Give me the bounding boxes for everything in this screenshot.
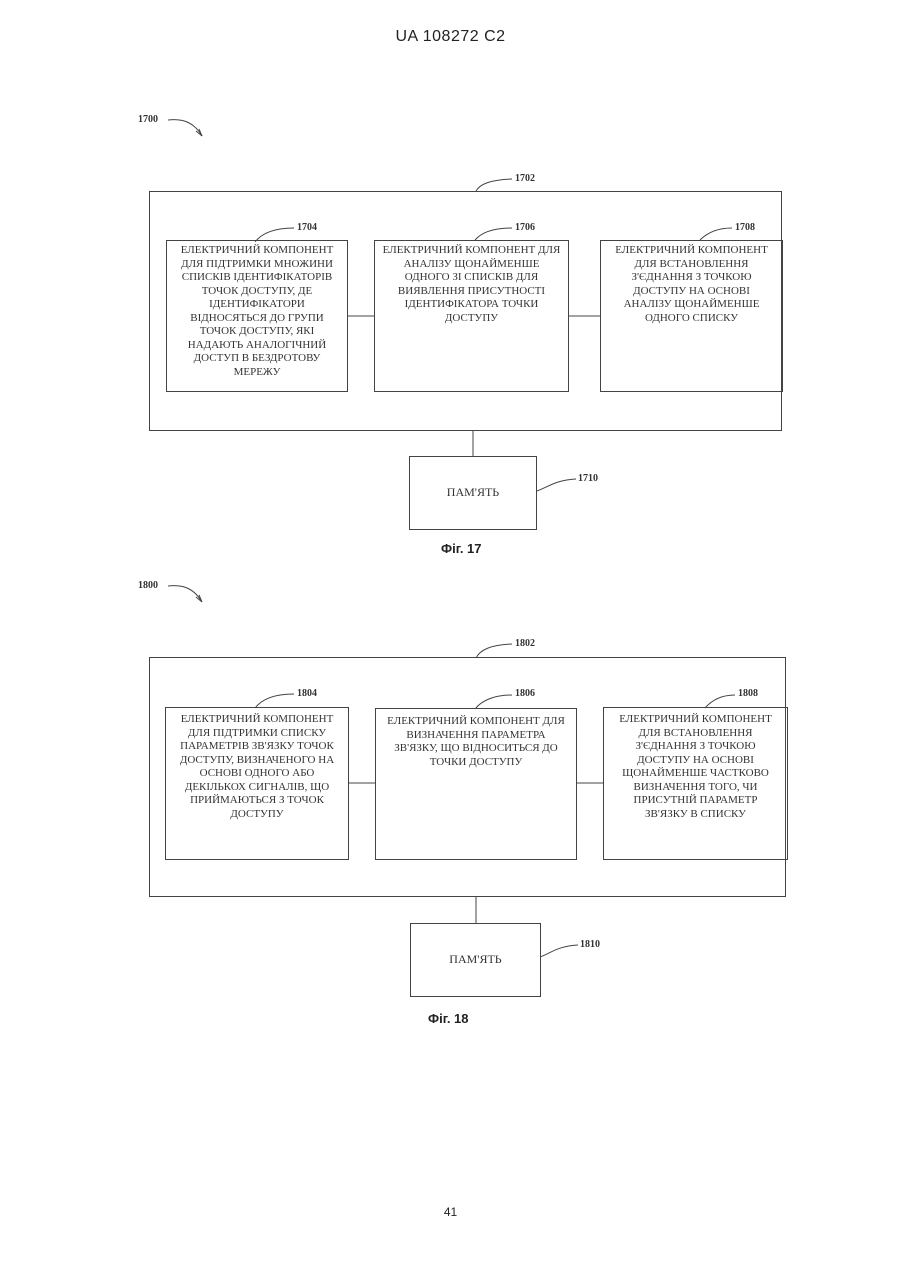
arrowhead-1700 [196, 129, 202, 136]
page-number: 41 [0, 1205, 901, 1219]
ref-1710: 1710 [578, 473, 598, 484]
component-1806: ЕЛЕКТРИЧНИЙ КОМПОНЕНТ ДЛЯ ВИЗНАЧЕННЯ ПАР… [375, 708, 577, 860]
ref-1806: 1806 [515, 688, 535, 699]
ref-1808: 1808 [738, 688, 758, 699]
component-1704-text: ЕЛЕКТРИЧНИЙ КОМПОНЕНТ ДЛЯ ПІДТРИМКИ МНОЖ… [167, 241, 347, 382]
leader-1810 [540, 945, 578, 957]
memory-1810-label: ПАМ'ЯТЬ [449, 953, 501, 967]
patent-header: UA 108272 C2 [0, 28, 901, 46]
leader-1702 [476, 179, 512, 191]
component-1804-text: ЕЛЕКТРИЧНИЙ КОМПОНЕНТ ДЛЯ ПІДТРИМКИ СПИС… [166, 708, 348, 826]
arrowhead-1800 [196, 595, 202, 602]
ref-1810: 1810 [580, 939, 600, 950]
ref-1802: 1802 [515, 638, 535, 649]
caption-fig17: Фіг. 17 [441, 541, 482, 556]
memory-1710: ПАМ'ЯТЬ [409, 456, 537, 530]
leader-1710 [537, 479, 576, 491]
component-1708: ЕЛЕКТРИЧНИЙ КОМПОНЕНТ ДЛЯ ВСТАНОВЛЕННЯ З… [600, 240, 783, 392]
memory-1810: ПАМ'ЯТЬ [410, 923, 541, 997]
ref-1706: 1706 [515, 222, 535, 233]
component-1704: ЕЛЕКТРИЧНИЙ КОМПОНЕНТ ДЛЯ ПІДТРИМКИ МНОЖ… [166, 240, 348, 392]
ref-1704: 1704 [297, 222, 317, 233]
component-1706: ЕЛЕКТРИЧНИЙ КОМПОНЕНТ ДЛЯ АНАЛІЗУ ЩОНАЙМ… [374, 240, 569, 392]
leader-1802 [476, 644, 512, 658]
ref-1800: 1800 [138, 580, 158, 591]
ref-1708: 1708 [735, 222, 755, 233]
component-1806-text: ЕЛЕКТРИЧНИЙ КОМПОНЕНТ ДЛЯ ВИЗНАЧЕННЯ ПАР… [376, 709, 576, 775]
component-1706-text: ЕЛЕКТРИЧНИЙ КОМПОНЕНТ ДЛЯ АНАЛІЗУ ЩОНАЙМ… [375, 241, 568, 328]
leader-1800 [168, 586, 202, 602]
component-1708-text: ЕЛЕКТРИЧНИЙ КОМПОНЕНТ ДЛЯ ВСТАНОВЛЕННЯ З… [601, 241, 782, 328]
ref-1804: 1804 [297, 688, 317, 699]
caption-fig18: Фіг. 18 [428, 1011, 469, 1026]
component-1808: ЕЛЕКТРИЧНИЙ КОМПОНЕНТ ДЛЯ ВСТАНОВЛЕННЯ З… [603, 707, 788, 860]
memory-1710-label: ПАМ'ЯТЬ [447, 486, 499, 500]
ref-1702: 1702 [515, 173, 535, 184]
ref-1700: 1700 [138, 114, 158, 125]
component-1808-text: ЕЛЕКТРИЧНИЙ КОМПОНЕНТ ДЛЯ ВСТАНОВЛЕННЯ З… [604, 708, 787, 826]
leader-1700 [168, 120, 202, 136]
component-1804: ЕЛЕКТРИЧНИЙ КОМПОНЕНТ ДЛЯ ПІДТРИМКИ СПИС… [165, 707, 349, 860]
